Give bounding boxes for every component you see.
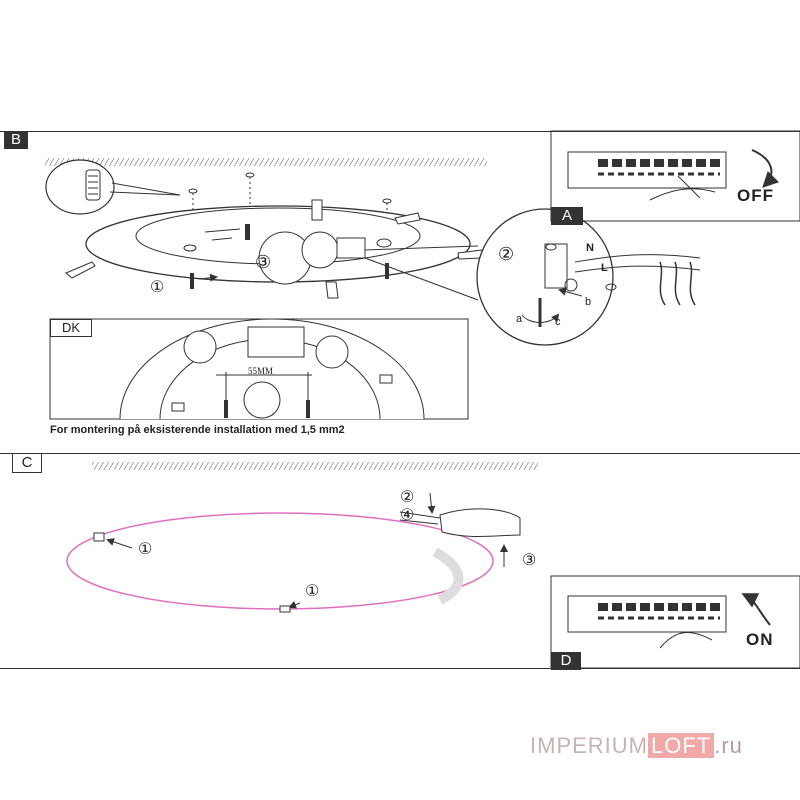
watermark-suffix: .ru — [714, 733, 743, 758]
wire-b-label: b — [585, 296, 592, 308]
step-c3-label: ③ — [522, 552, 537, 569]
panel-dk-tag: DK — [50, 319, 92, 337]
mounting-note: For montering på eksisterende installati… — [50, 424, 345, 436]
step-c2-label: ② — [400, 489, 415, 506]
step-c1b-label: ① — [305, 583, 320, 600]
wire-n-label: N — [586, 242, 594, 254]
hand-holding-diffuser — [399, 508, 521, 538]
breaker-box-off — [567, 149, 780, 201]
wiring-detail-callout — [364, 208, 701, 346]
mounting-distance-label: 55MM — [248, 366, 274, 376]
ceiling-hatch-c — [92, 462, 538, 470]
panel-a-frame — [550, 130, 800, 222]
panel-a-tag: A — [551, 207, 583, 225]
switch-on-label: ON — [746, 630, 774, 649]
ceiling-hatch-b — [45, 158, 487, 166]
wire-c-label: c — [555, 316, 561, 328]
frame-top-line — [0, 131, 800, 132]
step-b2-label: ② — [498, 244, 515, 264]
step-b1-label: ① — [150, 279, 165, 296]
panel-d-frame — [550, 575, 800, 669]
frame-bottom-line — [0, 668, 800, 669]
step-b3-label: ③ — [255, 252, 272, 272]
dk-base-plate — [119, 318, 425, 420]
step-c4-label: ④ — [400, 507, 415, 524]
watermark-brand: IMPERIUM — [530, 733, 648, 758]
panel-b-tag: B — [4, 131, 28, 149]
panel-d-tag: D — [551, 652, 581, 670]
wire-l-label: L — [601, 262, 608, 274]
panel-c-tag: C — [12, 453, 42, 473]
lamp-base-plate — [65, 199, 483, 299]
breaker-box-on — [567, 593, 771, 649]
step-c1a-label: ① — [138, 541, 153, 558]
wall-plug-callout — [45, 159, 181, 215]
watermark-brand-box: LOFT — [648, 733, 715, 758]
glass-diffuser — [66, 512, 494, 610]
wire-a-label: a — [516, 313, 523, 325]
frame-mid-line — [0, 453, 800, 454]
switch-off-label: OFF — [737, 186, 774, 205]
